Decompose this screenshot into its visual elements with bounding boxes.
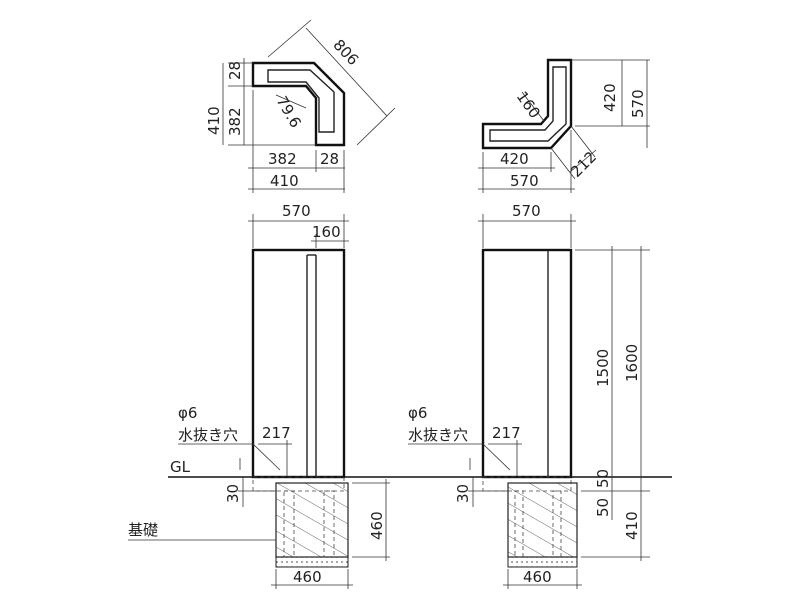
dim-410-side: 410	[205, 106, 223, 135]
drain-hole-label-left: 水抜き穴	[178, 426, 238, 444]
dim-420-bottom: 420	[500, 150, 529, 168]
dim-1500: 1500	[594, 349, 612, 387]
dim-50-lower: 50	[594, 498, 612, 517]
dim-570-front-left: 570	[282, 202, 311, 220]
gl-label: GL	[170, 458, 191, 476]
post-left-body	[251, 248, 346, 479]
dim-382-side: 382	[226, 107, 244, 136]
dim-420-side: 420	[601, 83, 619, 112]
dim-570-bottom: 570	[510, 172, 539, 190]
dim-410-front-right: 410	[623, 511, 641, 540]
foundation-left	[275, 482, 349, 558]
drain-hole-label-right: 水抜き穴	[408, 426, 468, 444]
plan-view-right: 160 420 570 212 420 570	[478, 58, 650, 193]
dim-160-plan: 160	[513, 88, 544, 122]
drain-hole-size-left: φ6	[178, 404, 197, 422]
dim-30-right: 30	[454, 484, 472, 503]
dim-570-side: 570	[629, 89, 647, 118]
dim-806: 806	[330, 36, 363, 69]
gravel-left	[275, 556, 349, 568]
elevation-right: 570 1500 1600 50 φ6 水抜き穴 217 30 50	[408, 202, 650, 589]
elevation-left: 570 160 φ6 水抜き穴 217 30 460 460 基礎	[128, 202, 390, 589]
dim-160-front-left: 160	[312, 223, 341, 241]
plan-right-outer-outline	[481, 58, 573, 150]
gravel-right	[507, 556, 578, 568]
plan-left-inner-outline	[267, 69, 335, 133]
dim-570-front-right: 570	[512, 202, 541, 220]
dim-382-bottom: 382	[268, 150, 297, 168]
dim-50-upper: 50	[594, 469, 612, 488]
dim-460-side-left: 460	[368, 511, 386, 540]
dim-212: 212	[567, 148, 600, 181]
plan-view-left: 806 28 410 382 79.6 382 28 410	[205, 19, 396, 193]
foundation-right	[507, 482, 578, 558]
dim-460-bottom-left: 460	[293, 568, 322, 586]
dim-28-top: 28	[226, 61, 244, 80]
dim-460-bottom-right: 460	[523, 568, 552, 586]
foundation-label: 基礎	[128, 521, 158, 539]
post-right-body	[481, 248, 573, 479]
plan-right-inner-outline	[489, 66, 567, 142]
dim-410-bottom: 410	[270, 172, 299, 190]
dim-217-right: 217	[492, 424, 521, 442]
dim-217-left: 217	[262, 424, 291, 442]
dim-28-bottom: 28	[320, 150, 339, 168]
dim-79-6: 79.6	[273, 93, 305, 131]
drain-hole-size-right: φ6	[408, 404, 427, 422]
dim-30-left: 30	[224, 484, 242, 503]
dim-1600: 1600	[623, 344, 641, 382]
